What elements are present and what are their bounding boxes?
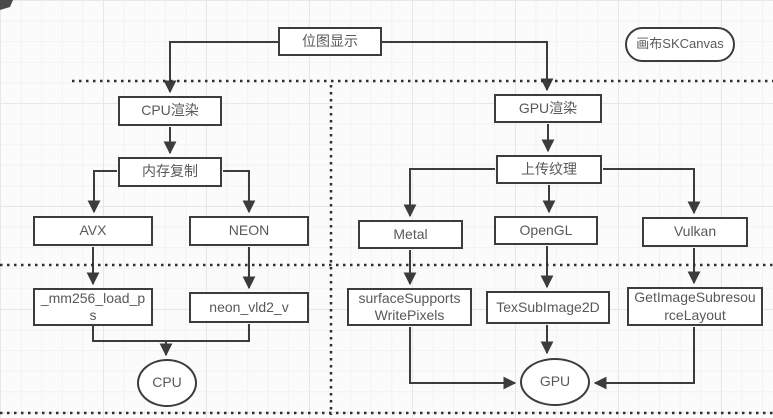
node-gpu-render[interactable]: GPU渲染 — [494, 94, 602, 123]
corner-artifact — [0, 0, 13, 10]
node-neon[interactable]: NEON — [189, 216, 309, 246]
node-bitmap-display[interactable]: 位图显示 — [278, 27, 382, 56]
flow-arrows — [86, 41, 701, 390]
node-memory-copy[interactable]: 内存复制 — [118, 157, 222, 187]
node-texsubimage2d[interactable]: TexSubImage2D — [486, 291, 610, 324]
node-opengl[interactable]: OpenGL — [494, 216, 598, 245]
node-gpu-terminal[interactable]: GPU — [520, 358, 590, 406]
node-get-image-subresource-layout[interactable]: GetImageSubresourceLayout — [627, 287, 763, 326]
node-upload-texture[interactable]: 上传纹理 — [496, 155, 602, 184]
node-cpu-render[interactable]: CPU渲染 — [118, 96, 222, 126]
node-metal[interactable]: Metal — [358, 220, 463, 249]
node-cpu-terminal[interactable]: CPU — [137, 359, 197, 407]
node-canvas-skcanvas[interactable]: 画布SKCanvas — [625, 27, 735, 62]
dotted-separators — [0, 79, 773, 415]
node-surface-supports-write-pixels[interactable]: surfaceSupportsWritePixels — [347, 288, 472, 326]
node-vulkan[interactable]: Vulkan — [642, 217, 748, 247]
node-avx[interactable]: AVX — [33, 216, 153, 246]
node-mm256-load-ps[interactable]: _mm256_load_ps — [33, 288, 153, 326]
node-neon-vld2-v[interactable]: neon_vld2_v — [189, 292, 309, 323]
